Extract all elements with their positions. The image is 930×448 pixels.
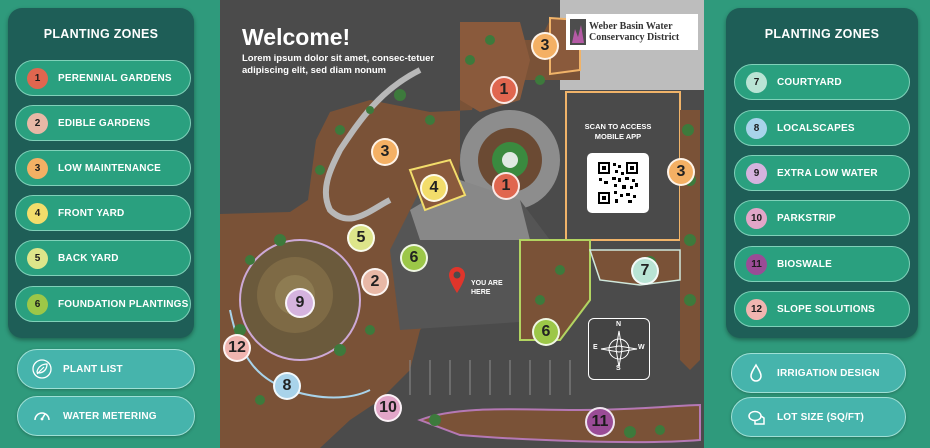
zone-number-badge: 9 xyxy=(746,162,767,184)
map-zone-marker-9[interactable]: 9 xyxy=(285,288,315,318)
left-zones-panel: PLANTING ZONES 1 PERENNIAL GARDENS 2 EDIBLE… xyxy=(8,8,194,338)
map-zone-marker-1[interactable]: 1 xyxy=(492,172,520,200)
map-zone-marker-4[interactable]: 4 xyxy=(420,174,448,202)
right-zone-button-10[interactable]: 10 PARKSTRIP xyxy=(734,200,910,236)
compass-icon xyxy=(600,330,638,368)
logo-line-2: Conservancy District xyxy=(589,32,680,43)
compass-south: S xyxy=(616,365,621,372)
water-drop-icon xyxy=(745,362,767,384)
left-panel-title: PLANTING ZONES xyxy=(43,27,159,41)
map-zone-marker-3[interactable]: 3 xyxy=(371,138,399,166)
zone-label: FOUNDATION PLANTINGS xyxy=(58,298,189,310)
zone-label: SLOPE SOLUTIONS xyxy=(777,303,876,315)
zone-number-badge: 10 xyxy=(746,207,767,229)
zone-label: EDIBLE GARDENS xyxy=(58,117,151,129)
zone-label: LOCALSCAPES xyxy=(777,122,855,134)
zone-number-badge: 7 xyxy=(746,71,767,93)
weber-basin-logo: Weber Basin Water Conservancy District xyxy=(566,14,698,50)
zone-number-badge: 6 xyxy=(27,293,48,315)
right-zone-button-9[interactable]: 9 EXTRA LOW WATER xyxy=(734,155,910,191)
welcome-heading: Welcome! xyxy=(242,24,351,50)
logo-mark-icon xyxy=(570,19,586,45)
right-zone-button-7[interactable]: 7 COURTYARD xyxy=(734,64,910,100)
zone-number-badge: 5 xyxy=(27,247,48,269)
plant-list-button[interactable]: PLANT LIST xyxy=(17,349,195,389)
you-are-here-label: YOU ARE HERE xyxy=(471,280,503,296)
irrigation-design-label: IRRIGATION DESIGN xyxy=(777,367,880,379)
map-zone-marker-8[interactable]: 8 xyxy=(273,372,301,400)
compass-east: E xyxy=(593,344,598,351)
zone-label: PARKSTRIP xyxy=(777,212,836,224)
left-zone-button-1[interactable]: 1 PERENNIAL GARDENS xyxy=(15,60,191,96)
zone-number-badge: 2 xyxy=(27,112,48,134)
zone-number-badge: 3 xyxy=(27,157,48,179)
zone-number-badge: 12 xyxy=(746,298,767,320)
zone-label: LOW MAINTENANCE xyxy=(58,162,161,174)
left-zone-button-4[interactable]: 4 FRONT YARD xyxy=(15,195,191,231)
ruler-icon xyxy=(745,406,767,428)
map-zone-marker-2[interactable]: 2 xyxy=(361,268,389,296)
right-zone-button-8[interactable]: 8 LOCALSCAPES xyxy=(734,110,910,146)
map-zone-marker-3[interactable]: 3 xyxy=(667,158,695,186)
map-zone-marker-12[interactable]: 12 xyxy=(223,334,251,362)
map-zone-marker-10[interactable]: 10 xyxy=(374,394,402,422)
zone-label: BACK YARD xyxy=(58,252,119,264)
left-zone-button-2[interactable]: 2 EDIBLE GARDENS xyxy=(15,105,191,141)
zone-number-badge: 8 xyxy=(746,117,767,139)
logo-line-1: Weber Basin Water xyxy=(589,21,673,32)
zone-label: EXTRA LOW WATER xyxy=(777,167,878,179)
map-zone-marker-6[interactable]: 6 xyxy=(400,244,428,272)
map-zone-marker-3[interactable]: 3 xyxy=(531,32,559,60)
right-panel-title: PLANTING ZONES xyxy=(764,27,880,41)
map-zone-marker-5[interactable]: 5 xyxy=(347,224,375,252)
leaf-icon xyxy=(31,358,53,380)
plant-list-label: PLANT LIST xyxy=(63,363,123,375)
zone-label: PERENNIAL GARDENS xyxy=(58,72,172,84)
right-zones-panel: PLANTING ZONES 7 COURTYARD 8 LOCALSCAPES 9 EX… xyxy=(726,8,918,338)
compass-west: W xyxy=(638,344,645,351)
lot-size-label: LOT SIZE (SQ/FT) xyxy=(777,411,865,423)
qr-code[interactable] xyxy=(587,153,649,213)
compass-rose: N S E W xyxy=(588,318,650,380)
zone-number-badge: 4 xyxy=(27,202,48,224)
left-zone-button-3[interactable]: 3 LOW MAINTENANCE xyxy=(15,150,191,186)
location-pin-icon xyxy=(448,266,466,294)
zone-number-badge: 11 xyxy=(746,253,767,275)
welcome-description: Lorem ipsum dolor sit amet, consec-tetue… xyxy=(242,53,435,76)
qr-code-icon xyxy=(597,161,639,205)
map-zone-marker-6[interactable]: 6 xyxy=(532,318,560,346)
zone-label: COURTYARD xyxy=(777,76,842,88)
lot-size-button[interactable]: LOT SIZE (SQ/FT) xyxy=(731,397,906,437)
scan-instructions: SCAN TO ACCESS MOBILE APP xyxy=(584,122,652,141)
zone-label: FRONT YARD xyxy=(58,207,125,219)
irrigation-design-button[interactable]: IRRIGATION DESIGN xyxy=(731,353,906,393)
left-zone-button-6[interactable]: 6 FOUNDATION PLANTINGS xyxy=(15,286,191,322)
compass-north: N xyxy=(616,321,622,328)
right-zone-button-12[interactable]: 12 SLOPE SOLUTIONS xyxy=(734,291,910,327)
zone-label: BIOSWALE xyxy=(777,258,832,270)
water-metering-button[interactable]: WATER METERING xyxy=(17,396,195,436)
gauge-icon xyxy=(31,405,53,427)
water-metering-label: WATER METERING xyxy=(63,410,157,422)
site-map[interactable]: Welcome! Lorem ipsum dolor sit amet, con… xyxy=(220,0,704,448)
left-zone-button-5[interactable]: 5 BACK YARD xyxy=(15,240,191,276)
map-zone-marker-1[interactable]: 1 xyxy=(490,76,518,104)
right-zone-button-11[interactable]: 11 BIOSWALE xyxy=(734,246,910,282)
zone-number-badge: 1 xyxy=(27,67,48,89)
map-zone-marker-11[interactable]: 11 xyxy=(585,407,615,437)
logo-text: Weber Basin Water Conservancy District xyxy=(589,21,679,43)
map-zone-marker-7[interactable]: 7 xyxy=(631,257,659,285)
